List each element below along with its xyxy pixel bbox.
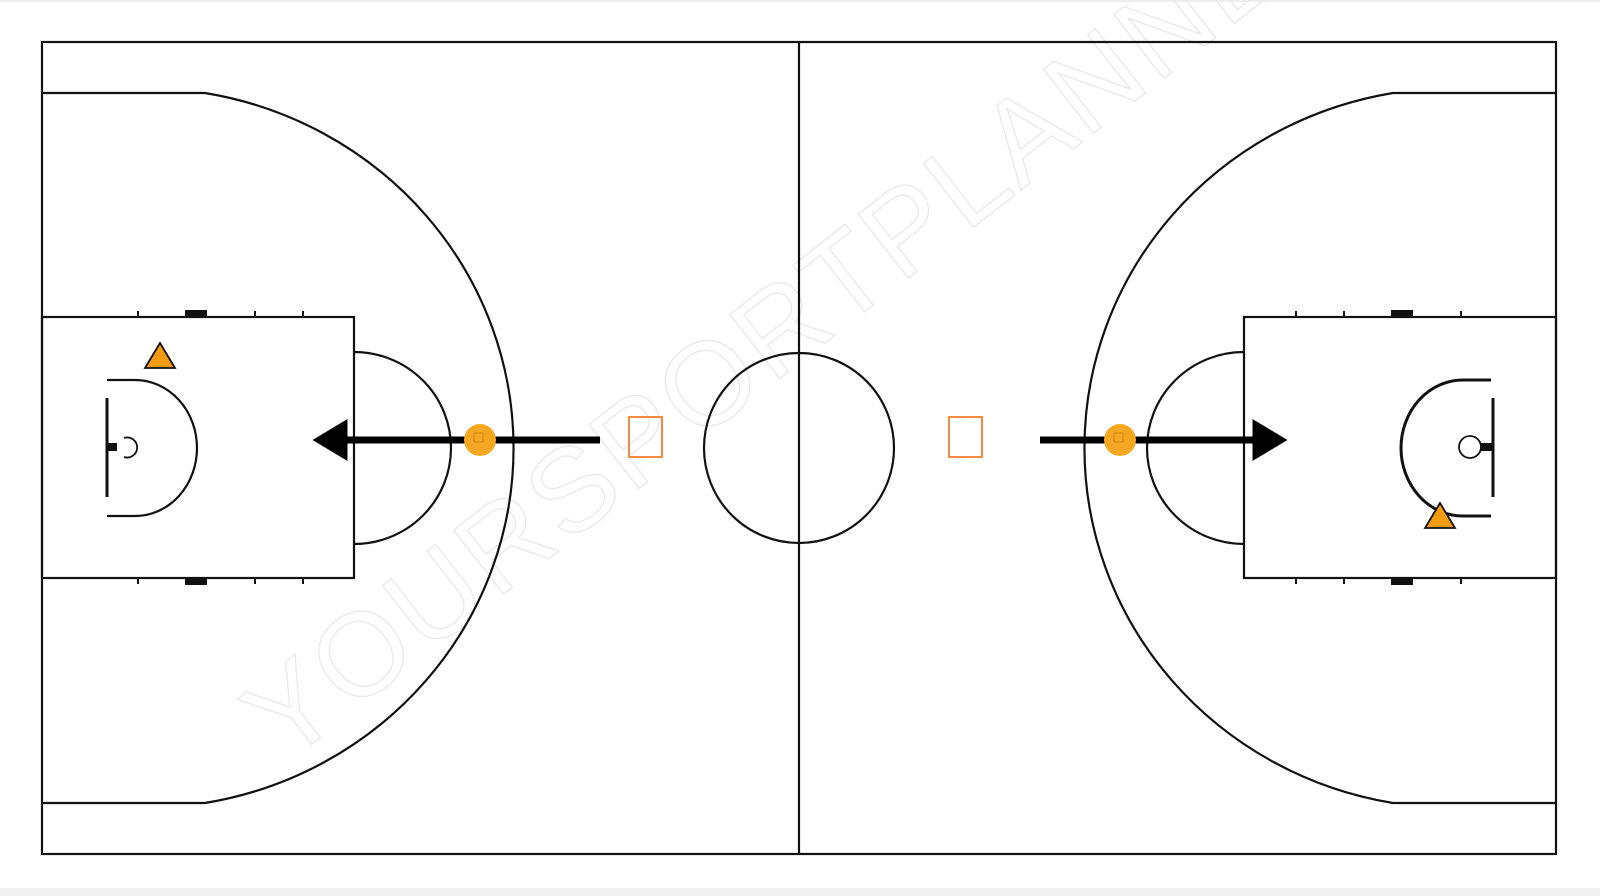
rim-connector-left [107,443,117,451]
player-triangle-right[interactable] [1423,501,1457,529]
restricted-area-right [1399,378,1491,518]
lane-block [185,579,207,585]
cone-left[interactable] [628,416,663,458]
ball-right[interactable] [1104,424,1136,456]
rim-connector-right [1481,443,1493,451]
paint-right [1242,315,1558,580]
lane-block [185,310,207,316]
ball-left-glyph [473,432,484,443]
ball-right-glyph [1113,432,1124,443]
lane-block [1391,579,1413,585]
player-triangle-left[interactable] [143,341,177,369]
center-circle [702,351,896,545]
cone-right[interactable] [948,416,983,458]
ball-left[interactable] [464,424,496,456]
three-point-line-right [1083,91,1556,805]
hoop-right [1458,435,1482,459]
free-throw-arc-right [1145,350,1245,546]
paint-left [40,315,356,580]
frame-bottom-strip [0,888,1600,896]
hoop-left [123,436,138,459]
restricted-area-left [107,378,199,518]
three-point-line-left [42,91,515,805]
free-throw-arc-left [353,350,453,546]
lane-block [1391,310,1413,316]
